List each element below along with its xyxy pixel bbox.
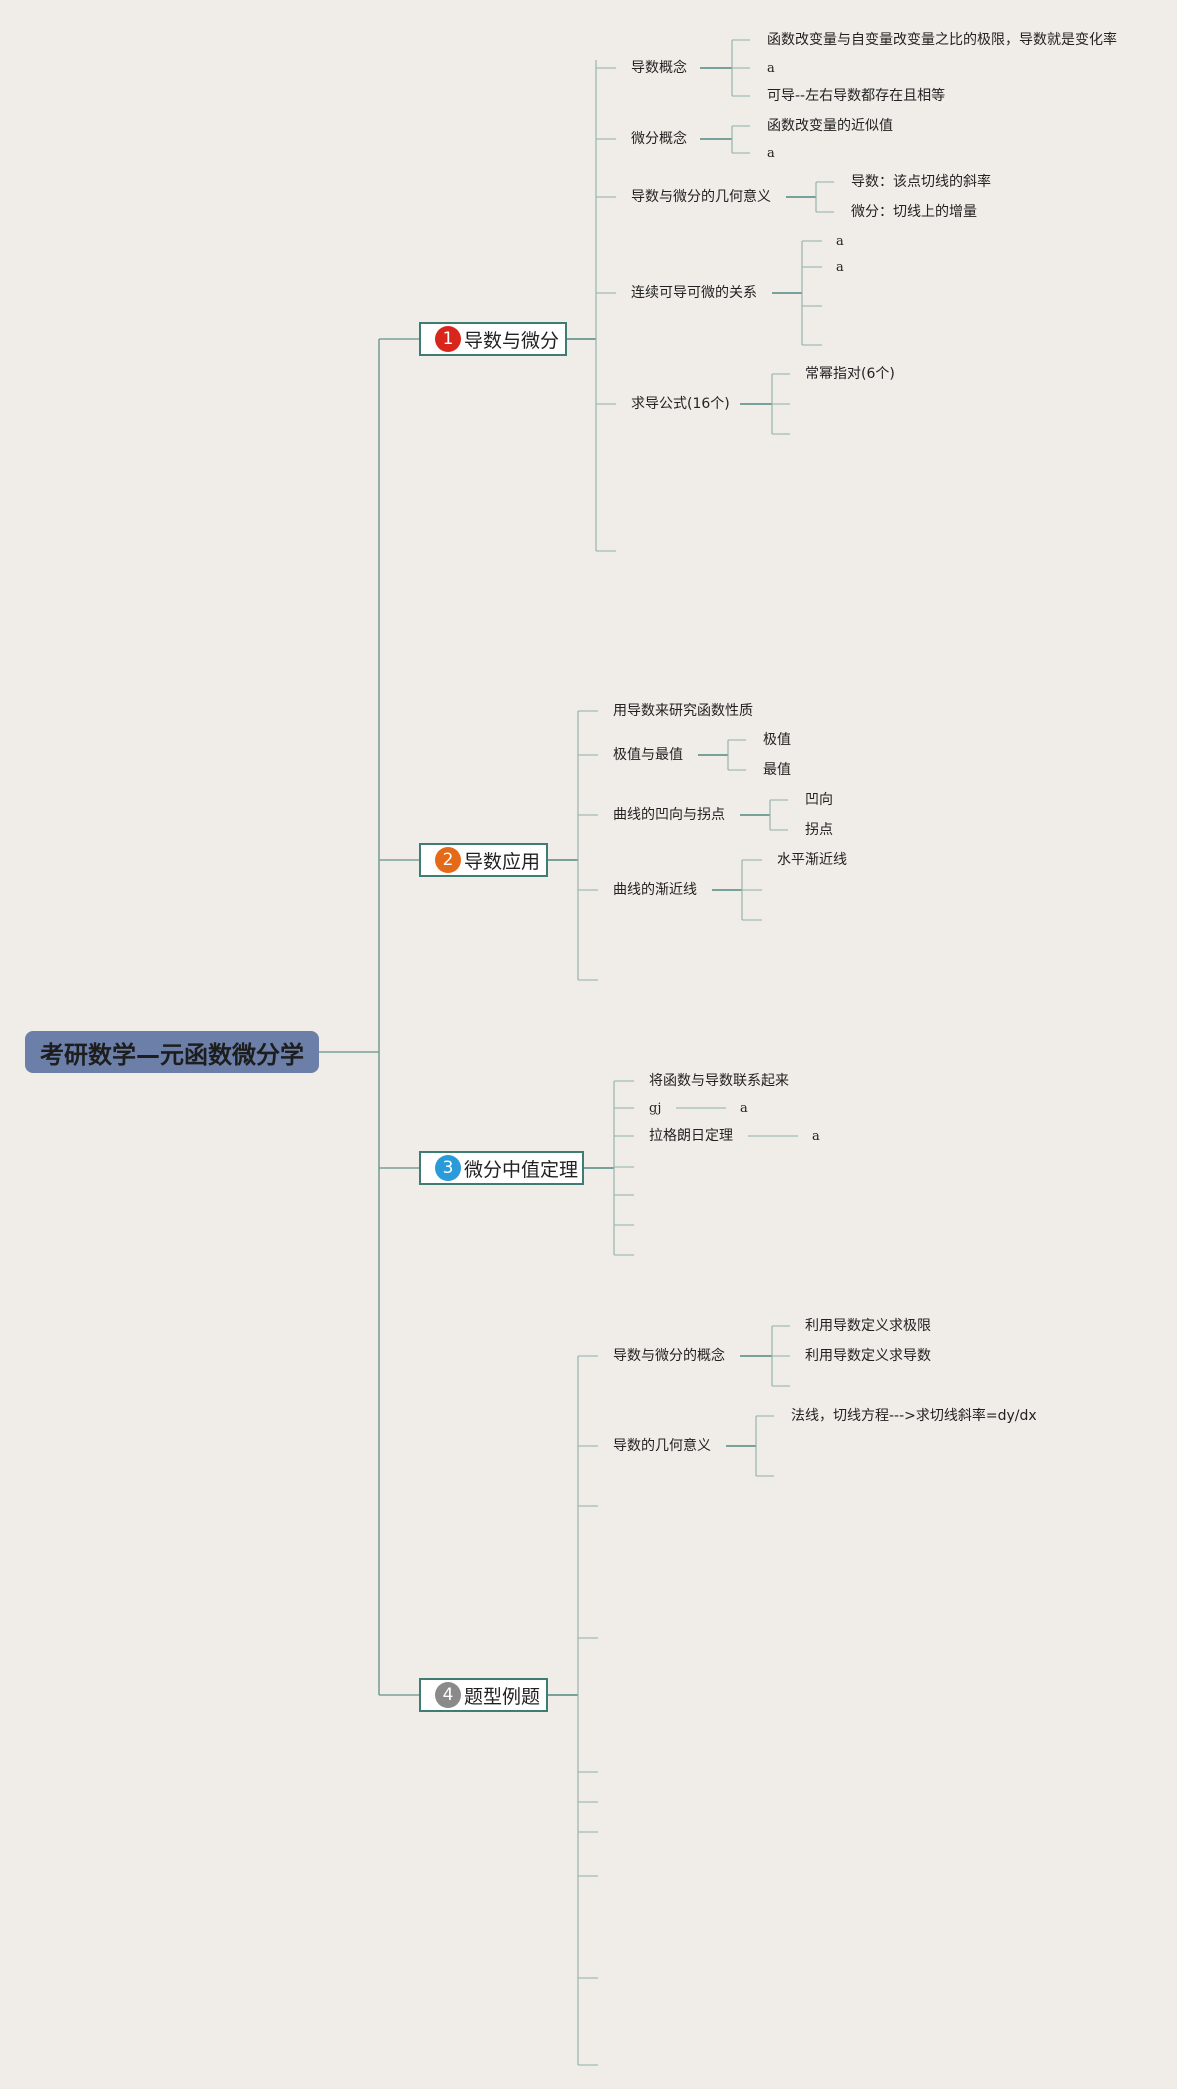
- branch-mean-value-theorem[interactable]: 3 微分中值定理: [419, 1151, 584, 1185]
- subtopic[interactable]: a: [836, 260, 844, 275]
- subtopic[interactable]: 水平渐近线: [777, 852, 847, 868]
- topic-derivative-formulas[interactable]: 求导公式(16个): [631, 396, 730, 412]
- topic-example-geometry[interactable]: 导数的几何意义: [613, 1438, 711, 1454]
- topic-lagrange[interactable]: 拉格朗日定理: [649, 1128, 733, 1144]
- subtopic[interactable]: 函数改变量与自变量改变量之比的极限，导数就是变化率: [767, 32, 1117, 48]
- subtopic[interactable]: a: [767, 146, 775, 161]
- subtopic[interactable]: a: [812, 1129, 820, 1144]
- topic-derivative-concept[interactable]: 导数概念: [631, 60, 687, 76]
- branch-example-problems[interactable]: 4 题型例题: [419, 1678, 548, 1712]
- subtopic[interactable]: 利用导数定义求导数: [805, 1348, 931, 1364]
- branch-title: 题型例题: [464, 1685, 541, 1708]
- root-topic[interactable]: 考研数学—元函数微分学: [25, 1031, 319, 1073]
- subtopic[interactable]: a: [836, 234, 844, 249]
- subtopic[interactable]: 可导--左右导数都存在且相等: [767, 88, 946, 104]
- subtopic[interactable]: 最值: [763, 762, 791, 778]
- branch-derivative-application[interactable]: 2 导数应用: [419, 843, 548, 877]
- subtopic[interactable]: 导数：该点切线的斜率: [851, 174, 991, 190]
- subtopic[interactable]: a: [767, 61, 775, 76]
- branch-title: 导数与微分: [464, 329, 560, 352]
- branch-title: 微分中值定理: [464, 1158, 579, 1181]
- topic-study-function[interactable]: 用导数来研究函数性质: [613, 703, 753, 719]
- subtopic[interactable]: 拐点: [805, 822, 833, 838]
- subtopic[interactable]: 法线，切线方程--->求切线斜率=dy/dx: [791, 1408, 1037, 1424]
- subtopic[interactable]: 凹向: [805, 792, 833, 808]
- subtopic[interactable]: 常幂指对(6个): [805, 366, 895, 382]
- subtopic[interactable]: 极值: [763, 732, 791, 748]
- number-badge-3: 3: [435, 1155, 461, 1181]
- topic-link-function-derivative[interactable]: 将函数与导数联系起来: [649, 1073, 789, 1089]
- topic-continuity-relation[interactable]: 连续可导可微的关系: [631, 285, 757, 301]
- topic-differential-concept[interactable]: 微分概念: [631, 131, 687, 147]
- branch-derivative-differential[interactable]: 1 导数与微分: [419, 322, 567, 356]
- number-badge-2: 2: [435, 847, 461, 873]
- number-badge-4: 4: [435, 1682, 461, 1708]
- topic-concavity[interactable]: 曲线的凹向与拐点: [613, 807, 725, 823]
- topic-geometric-meaning[interactable]: 导数与微分的几何意义: [631, 189, 771, 205]
- topic-asymptote[interactable]: 曲线的渐近线: [613, 882, 697, 898]
- topic-gj[interactable]: gj: [649, 1101, 662, 1116]
- topic-example-concept[interactable]: 导数与微分的概念: [613, 1348, 725, 1364]
- subtopic[interactable]: 利用导数定义求极限: [805, 1318, 931, 1334]
- subtopic[interactable]: 微分：切线上的增量: [851, 204, 977, 220]
- topic-extrema[interactable]: 极值与最值: [613, 747, 683, 763]
- subtopic[interactable]: 函数改变量的近似值: [767, 118, 893, 134]
- number-badge-1: 1: [435, 326, 461, 352]
- subtopic[interactable]: a: [740, 1101, 748, 1116]
- branch-title: 导数应用: [464, 850, 541, 873]
